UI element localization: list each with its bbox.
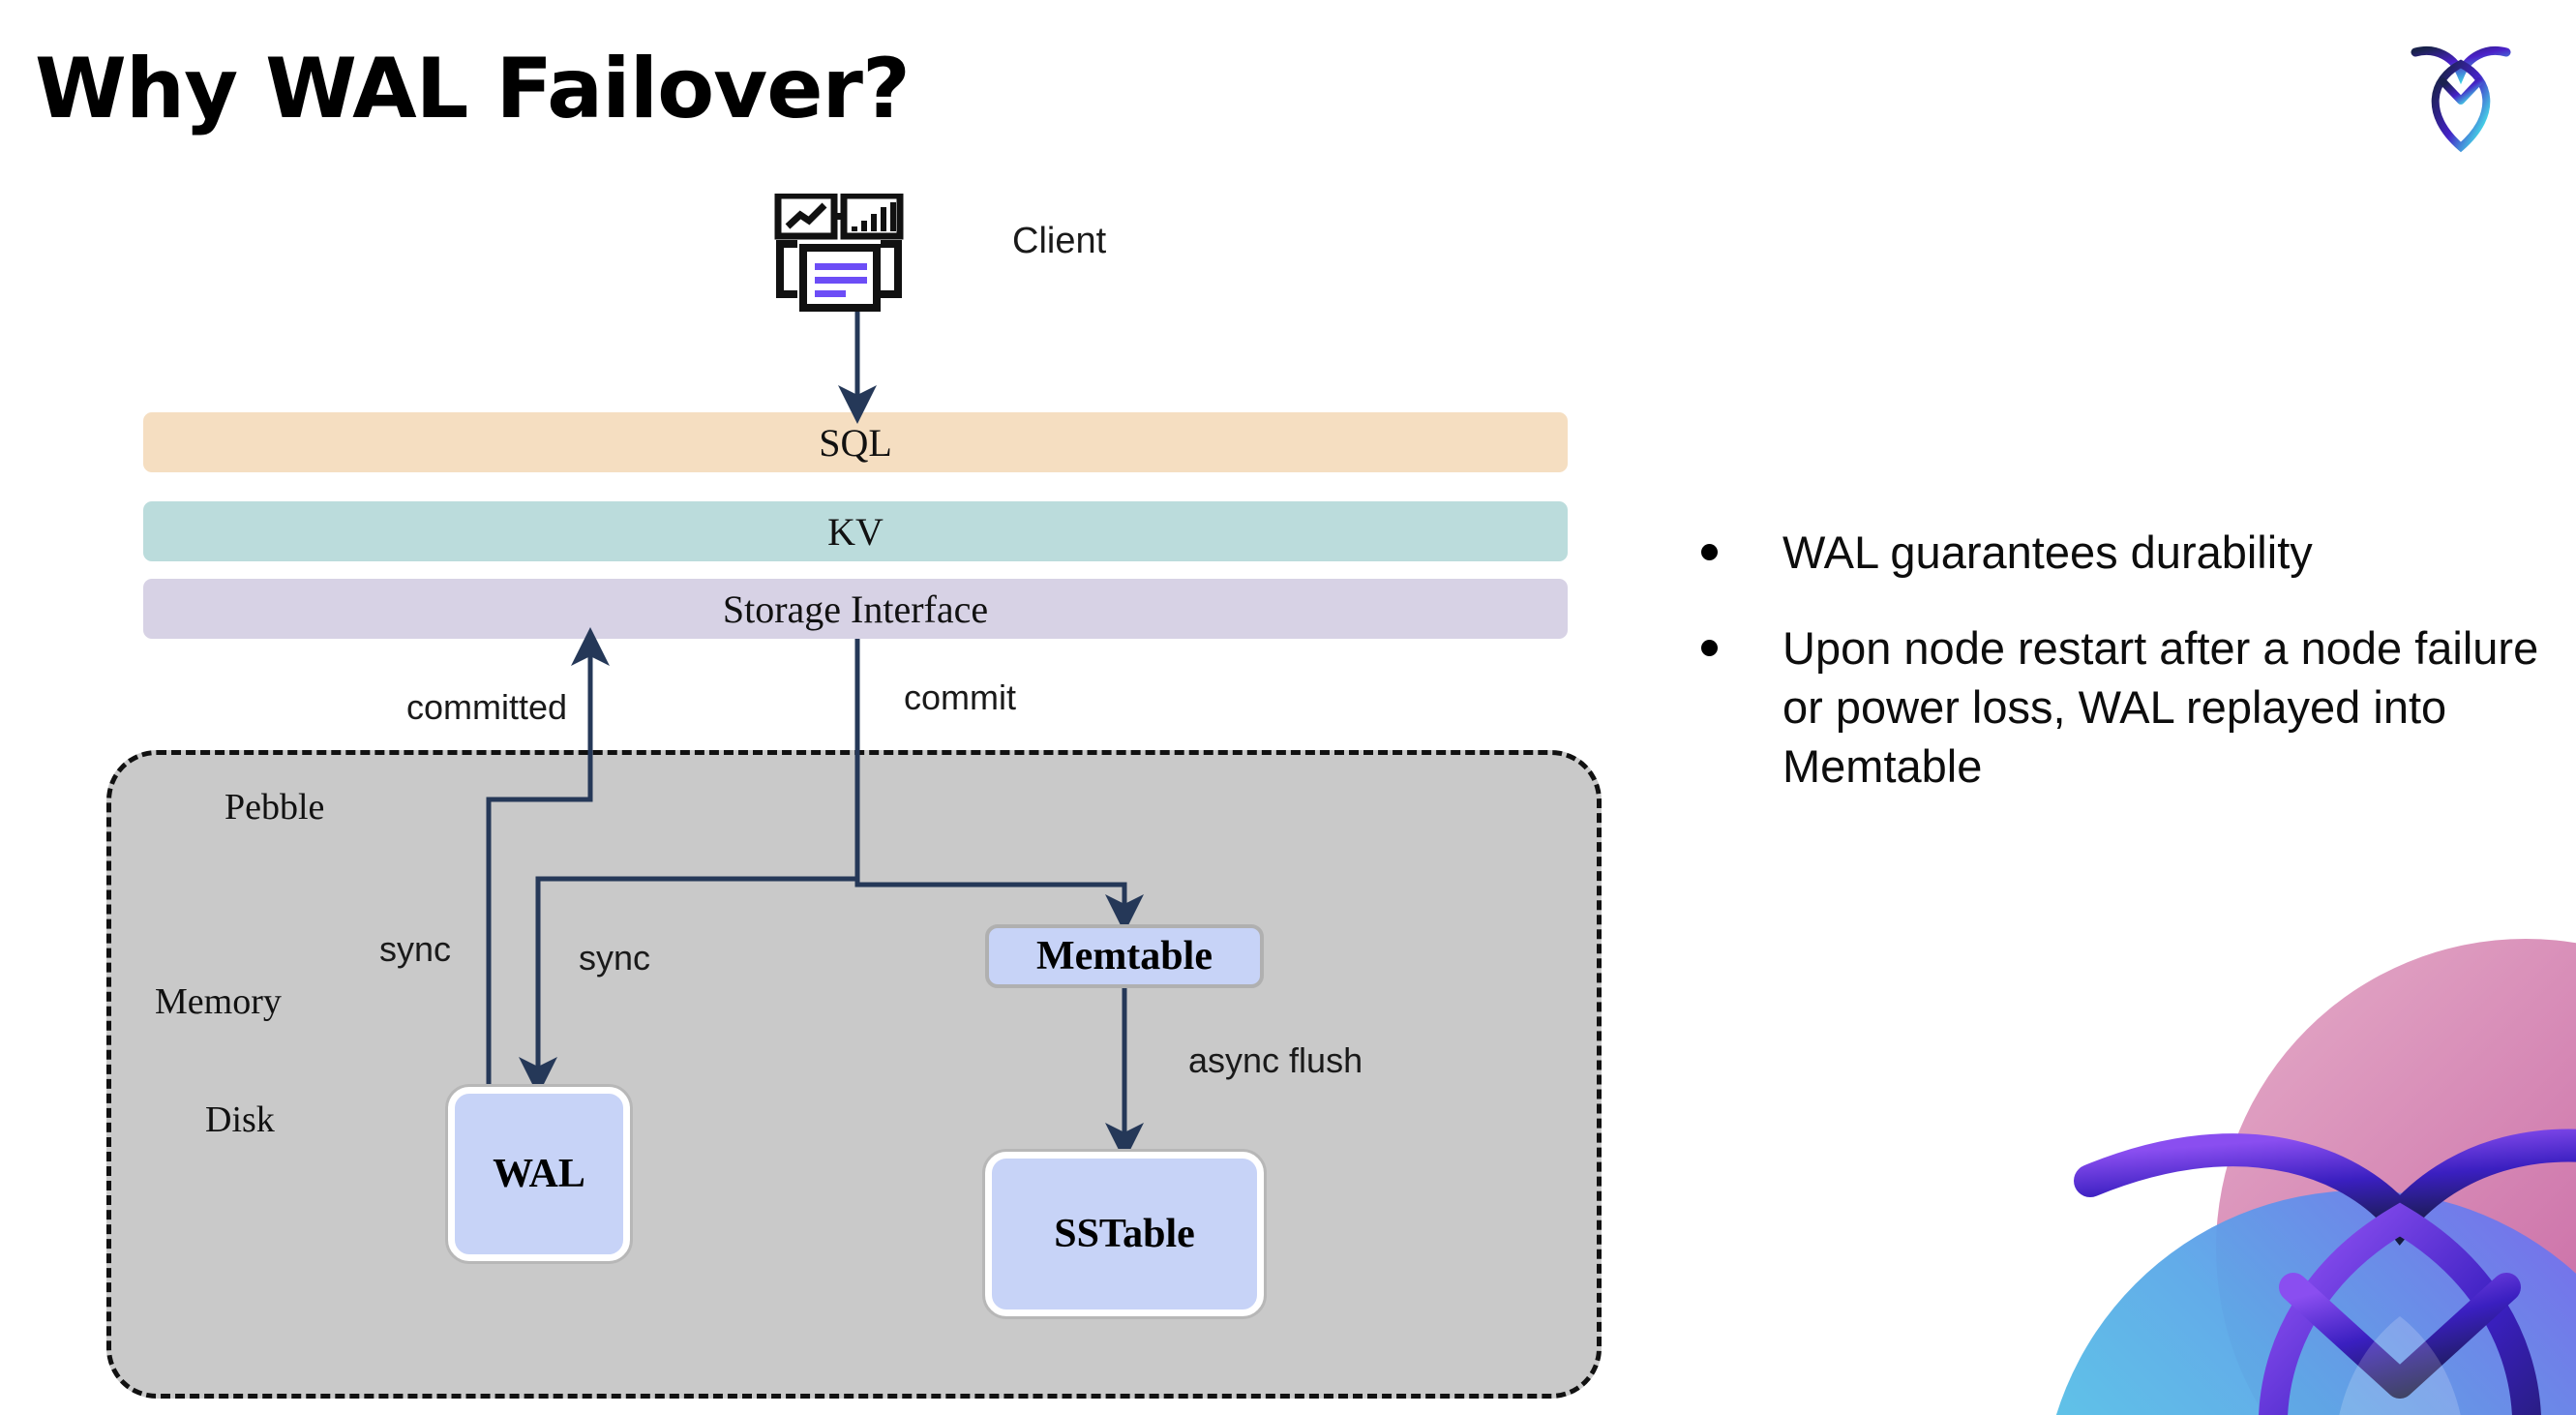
edge-label-commit: commit xyxy=(904,677,1016,717)
edge-label-sync-right: sync xyxy=(579,938,651,978)
bullet-text: Upon node restart after a node failure o… xyxy=(1782,622,2539,793)
node-label-sstable: SSTable xyxy=(1054,1212,1195,1256)
bullet-list: WAL guarantees durability Upon node rest… xyxy=(1701,523,2543,832)
cockroachdb-decorative-mark-icon xyxy=(2055,939,2576,1415)
disk-label: Disk xyxy=(205,1099,275,1140)
layer-bar-storage-interface: Storage Interface xyxy=(143,579,1568,639)
list-item: Upon node restart after a node failure o… xyxy=(1701,618,2543,796)
memory-label: Memory xyxy=(155,981,282,1022)
bullet-dot-icon xyxy=(1701,544,1718,560)
edge-label-async-flush: async flush xyxy=(1188,1040,1363,1080)
bullet-text: WAL guarantees durability xyxy=(1782,527,2313,578)
list-item: WAL guarantees durability xyxy=(1701,523,2543,582)
layer-bar-sql: SQL xyxy=(143,412,1568,472)
layer-label-sql: SQL xyxy=(819,420,892,465)
layer-label-kv: KV xyxy=(827,509,884,554)
client-terminal-icon xyxy=(774,194,904,312)
page-title: Why WAL Failover? xyxy=(35,41,911,137)
bullet-dot-icon xyxy=(1701,640,1718,657)
node-memtable: Memtable xyxy=(985,924,1264,988)
edge-label-committed: committed xyxy=(406,687,568,727)
layer-label-storage-interface: Storage Interface xyxy=(722,587,989,631)
pebble-label: Pebble xyxy=(225,787,325,828)
cockroachdb-logo-icon xyxy=(2411,46,2511,153)
node-label-memtable: Memtable xyxy=(1036,934,1213,978)
pebble-container xyxy=(106,750,1602,1399)
client-label: Client xyxy=(1012,221,1107,261)
node-label-wal: WAL xyxy=(493,1152,585,1196)
node-wal: WAL xyxy=(448,1087,630,1261)
edge-label-sync-left: sync xyxy=(379,929,452,969)
node-sstable: SSTable xyxy=(985,1152,1264,1316)
layer-bar-kv: KV xyxy=(143,501,1568,561)
